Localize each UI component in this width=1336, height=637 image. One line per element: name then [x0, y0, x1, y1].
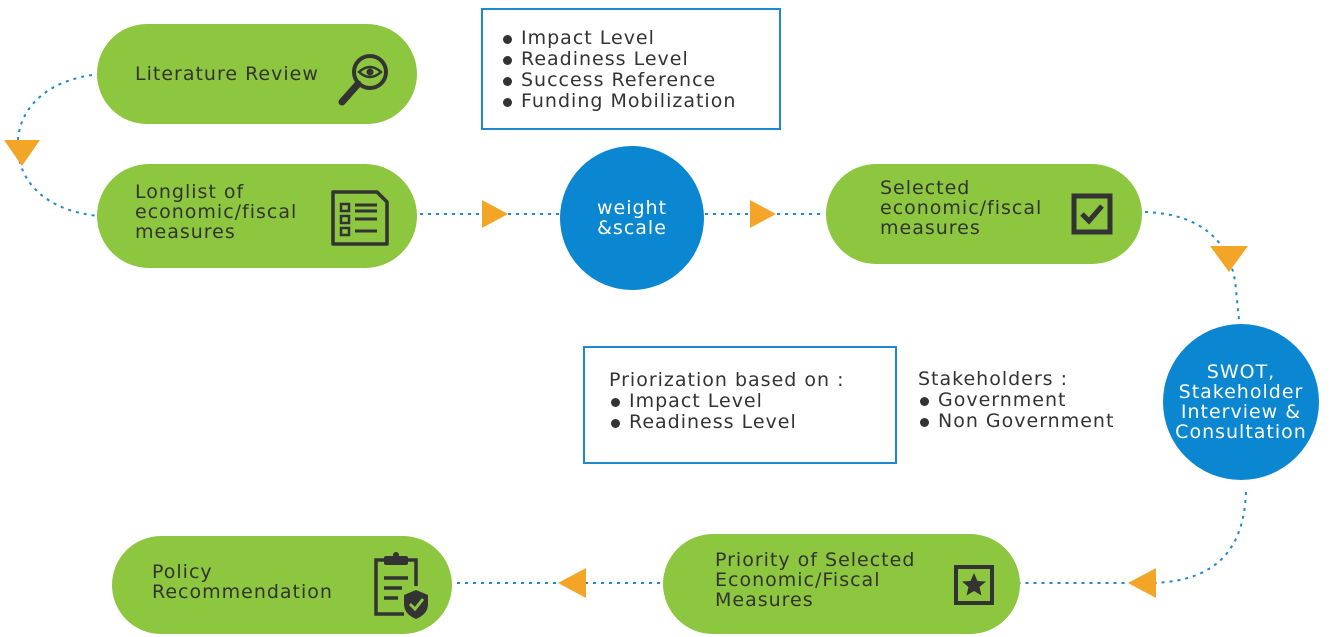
- criteria-list: Impact Level Readiness Level Success Ref…: [501, 28, 779, 112]
- criteria-item: Success Reference: [501, 70, 779, 91]
- clipboard-shield-icon: [374, 552, 428, 619]
- checkbox-icon: [1071, 193, 1113, 235]
- priorization-item: Readiness Level: [609, 412, 895, 433]
- step-longlist-label: Longlist of economic/fiscal measures: [135, 181, 298, 243]
- priorization-heading: Priorization based on :: [609, 369, 845, 391]
- arrow-right-2: [750, 200, 776, 228]
- step-policy-label: Policy Recommendation: [152, 561, 333, 603]
- step-swot: SWOT, Stakeholder Interview & Consultati…: [1163, 324, 1319, 480]
- stakeholders-item: Non Government: [918, 411, 1114, 432]
- step-longlist: Longlist of economic/fiscal measures: [97, 164, 417, 268]
- priorization-box: Priorization based on : Impact Level Rea…: [583, 346, 897, 464]
- criteria-item: Funding Mobilization: [501, 91, 779, 112]
- stakeholders-item: Government: [918, 390, 1114, 411]
- criteria-item: Impact Level: [501, 28, 779, 49]
- step-weight-scale: weight &scale: [560, 146, 704, 290]
- arrow-right-1: [482, 200, 508, 228]
- connector-selected-to-swot: [1144, 211, 1241, 331]
- list-document-icon: [331, 190, 389, 246]
- star-box-icon: [954, 565, 994, 605]
- priorization-list: Impact Level Readiness Level: [609, 391, 895, 433]
- step-selected: Selected economic/fiscal measures: [826, 164, 1142, 264]
- arrow-left-2: [558, 568, 586, 598]
- step-priority-label: Priority of Selected Economic/Fiscal Mea…: [715, 549, 916, 611]
- search-eye-icon: [338, 54, 388, 106]
- step-policy: Policy Recommendation: [112, 536, 452, 634]
- stakeholders-list: Government Non Government: [918, 390, 1114, 432]
- arrow-left-1: [1128, 568, 1156, 598]
- step-selected-label: Selected economic/fiscal measures: [880, 177, 1043, 239]
- criteria-item: Readiness Level: [501, 49, 779, 70]
- stakeholders-heading: Stakeholders :: [918, 368, 1069, 390]
- arrow-down-left: [4, 140, 40, 166]
- step-priority: Priority of Selected Economic/Fiscal Mea…: [663, 534, 1020, 634]
- step-literature-review-label: Literature Review: [135, 63, 319, 85]
- step-literature-review: Literature Review: [97, 24, 417, 124]
- arrow-down-right: [1210, 246, 1248, 272]
- connector-swot-to-priority: [1020, 491, 1247, 584]
- priorization-item: Impact Level: [609, 391, 895, 412]
- stakeholders-block: Stakeholders : Government Non Government: [918, 369, 1114, 432]
- criteria-box: Impact Level Readiness Level Success Ref…: [481, 8, 781, 130]
